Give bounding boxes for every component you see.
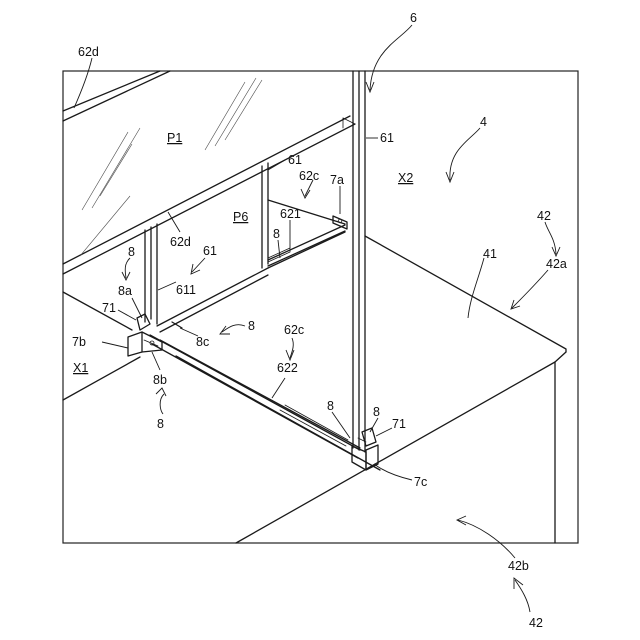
rail-622-groove [280,410,346,446]
table-42 [63,236,566,543]
label-62d-mid: 62d [170,235,191,249]
leader-71-right [376,428,392,436]
arrow-61-low [191,264,200,274]
label-61-low: 61 [203,244,217,258]
label-p1: P1 [167,131,182,145]
label-x2: X2 [398,171,413,185]
leader-7b [102,342,128,348]
arrow-8-bottomleft [156,388,166,396]
glass-stroke-6 [225,80,262,140]
leader-8-top [125,258,130,278]
label-61-mid: 61 [288,153,302,167]
leader-622 [272,378,285,398]
label-8-midleft: 8 [248,319,255,333]
table-top-back-edge [365,236,566,352]
leader-7c [374,464,412,480]
label-x1: X1 [73,361,88,375]
base-upper-a [157,268,268,326]
foot-7b-side [142,332,162,352]
label-42-bottom: 42 [529,616,543,630]
glass-stroke-7 [80,196,130,256]
label-8-bottomleft: 8 [157,417,164,431]
leader-41 [468,258,484,318]
arrow-62c-low [286,350,294,360]
leader-71-left [118,310,136,320]
foot-7b-box [128,332,142,356]
label-8-top: 8 [128,245,135,259]
leader-611 [158,282,176,290]
leader-42-top [545,222,556,254]
leader-6 [370,25,412,90]
leader-61-mid [268,160,285,170]
label-8-low2: 8 [373,405,380,419]
rail-622-c [160,340,360,448]
leader-42b [458,520,515,558]
leader-8-bottomleft [160,394,164,414]
label-4: 4 [480,115,487,129]
label-621: 621 [280,207,301,221]
leader-8a [132,298,142,318]
label-62d-top: 62d [78,45,99,59]
table-corner [555,349,566,362]
label-71-left: 71 [102,301,116,315]
label-8b: 8b [153,373,167,387]
label-61-right: 61 [380,131,394,145]
leader-8b [152,352,160,370]
post-611 [145,224,157,324]
label-42b: 42b [508,559,529,573]
arrow-62c-top [301,189,310,198]
glass-stroke-2 [92,128,140,208]
rail-622 [150,335,360,458]
leader-61-low [192,258,205,272]
arrow-42-bottom [514,578,523,589]
label-7c: 7c [414,475,427,489]
label-71-right: 71 [392,417,406,431]
leader-8-low2 [370,418,378,432]
glass-stroke-5 [215,78,256,146]
joint-71-left [137,314,150,330]
label-6: 6 [410,11,417,25]
leader-42a [512,270,548,308]
label-8c: 8c [196,335,209,349]
label-7b: 7b [72,335,86,349]
label-8-621: 8 [273,227,280,241]
leader-8-midleft [222,325,245,332]
label-42-top: 42 [537,209,551,223]
rail-62d-top-a [63,71,160,111]
label-7a: 7a [330,173,344,187]
joint-71-right [362,428,376,446]
label-62c-low: 62c [284,323,304,337]
label-622: 622 [277,361,298,375]
label-62c-top: 62c [299,169,319,183]
label-41: 41 [483,247,497,261]
table-top-front-edge [236,352,566,543]
label-611: 611 [176,283,196,297]
post-61-middle [262,163,268,268]
glass-stroke-1 [82,132,128,210]
label-p6: P6 [233,210,248,224]
label-8-low1: 8 [327,399,334,413]
label-42a: 42a [546,257,567,271]
label-8a: 8a [118,284,132,298]
